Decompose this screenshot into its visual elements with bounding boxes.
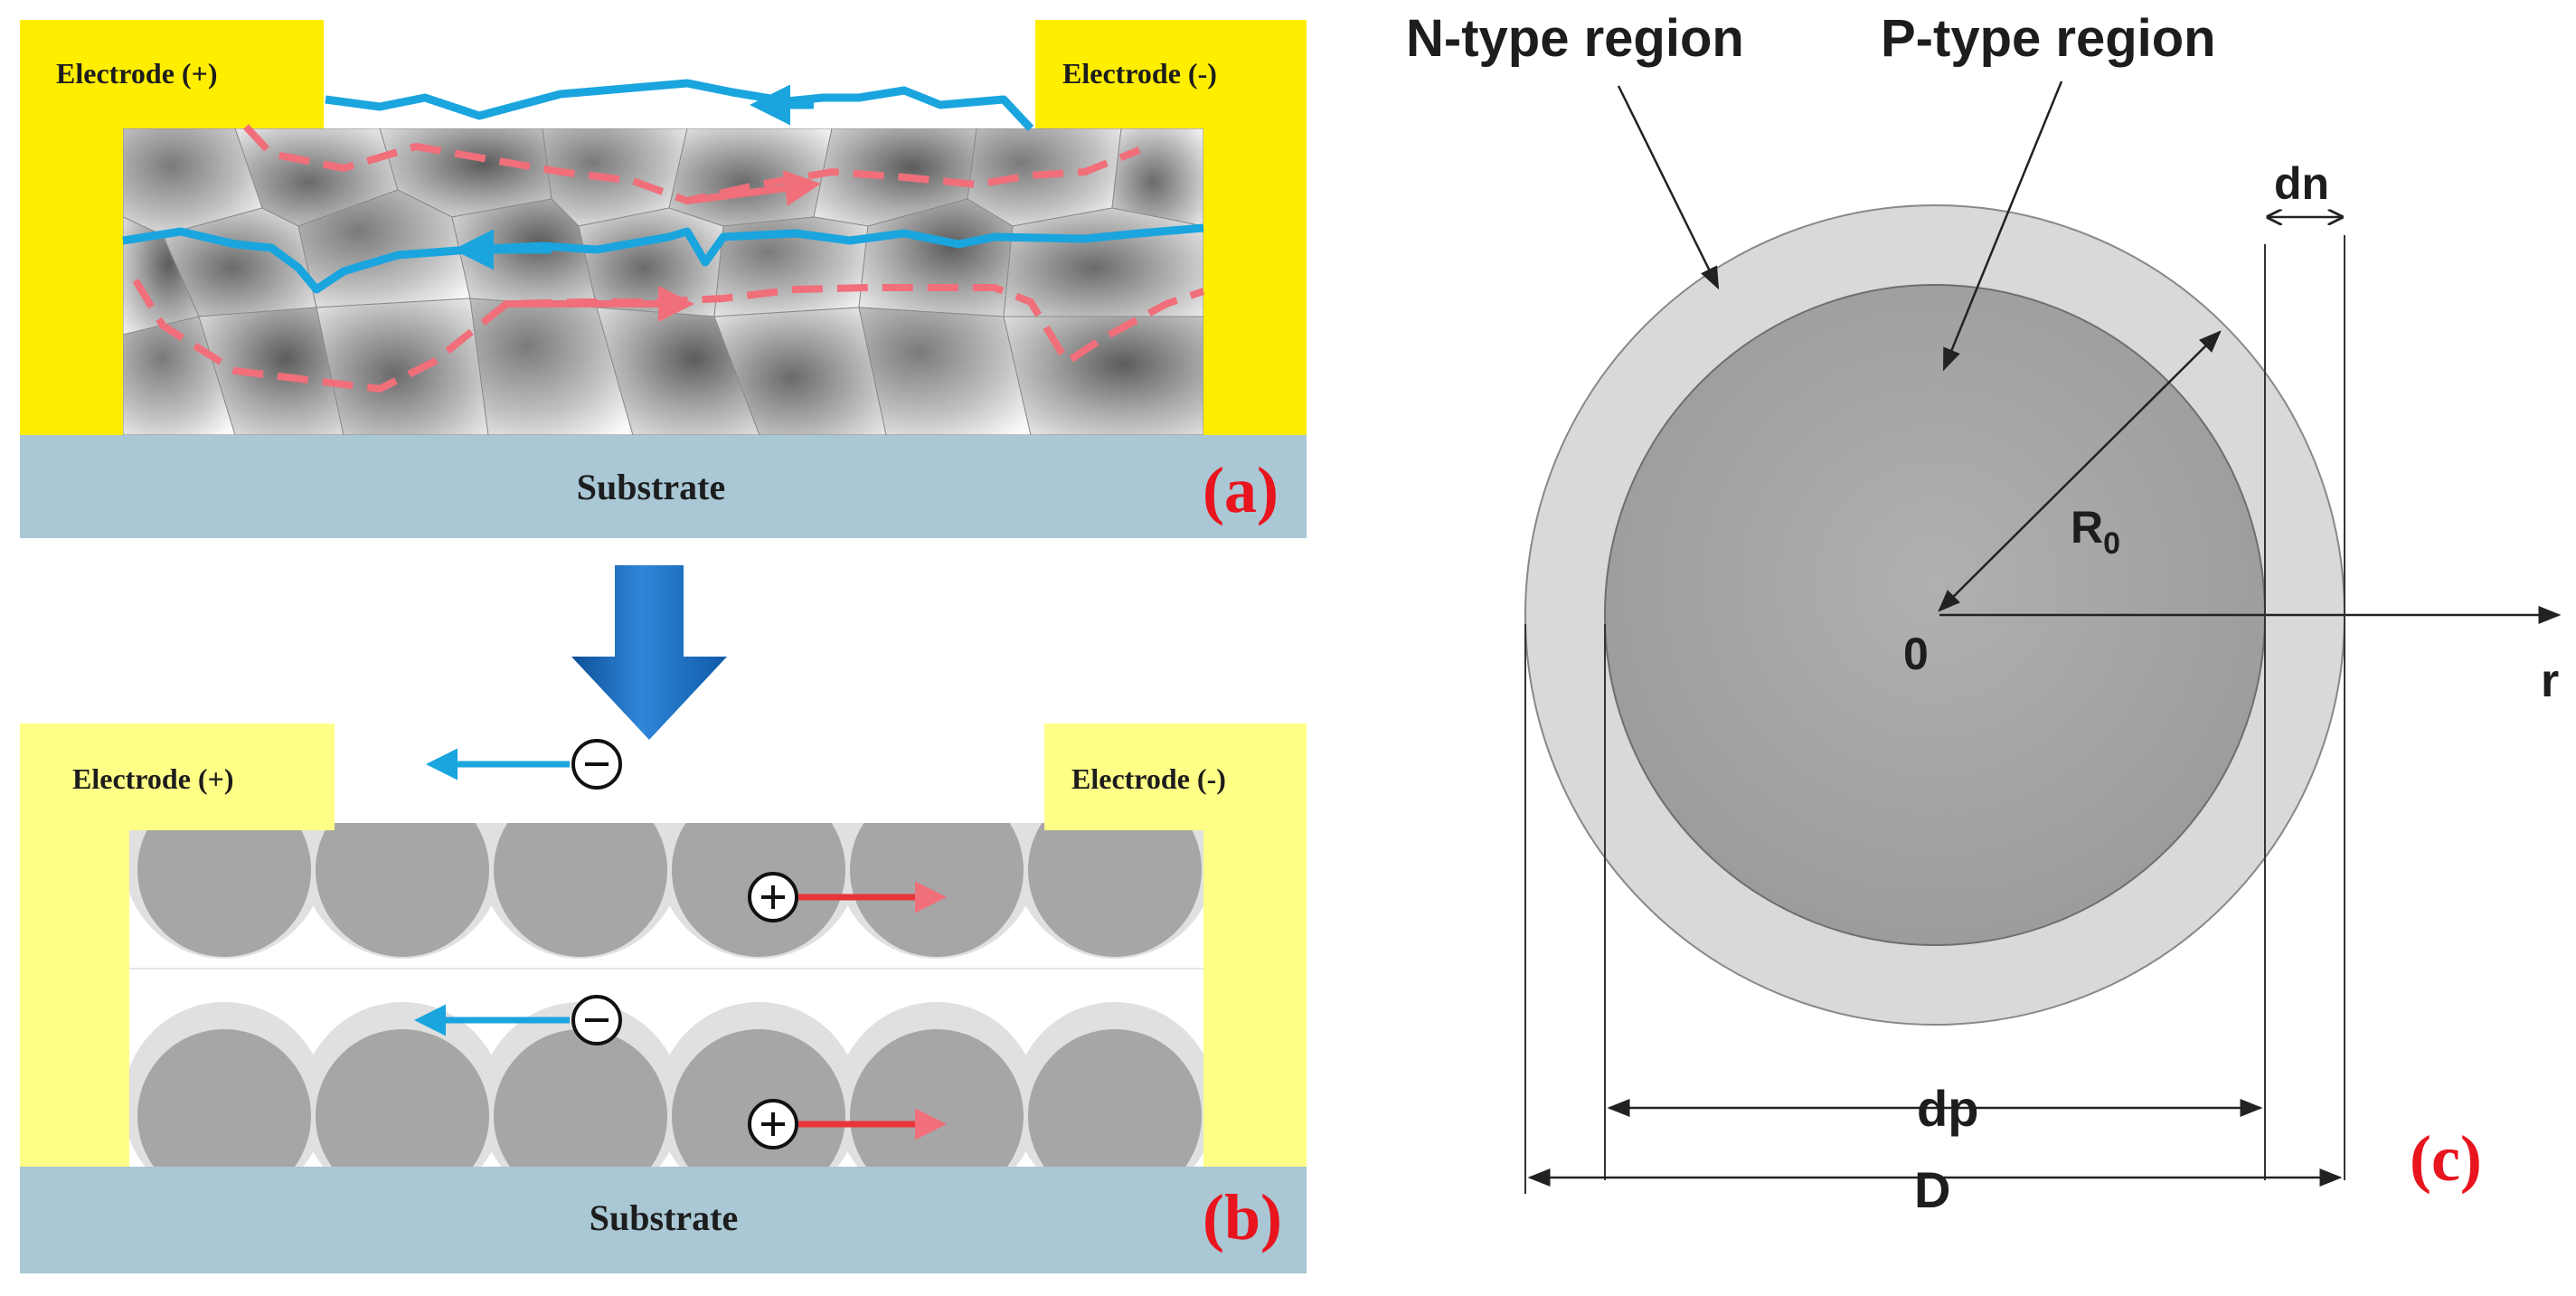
electrode-plus-a-label: Electrode (+) — [56, 57, 217, 90]
substrate-a-label: Substrate — [577, 467, 725, 507]
r-axis-label: r — [2541, 655, 2559, 707]
electrode-minus-a-label: Electrode (-) — [1062, 57, 1217, 90]
panel-b-tag: (b) — [1203, 1181, 1282, 1253]
p-type-label: P-type region — [1881, 9, 2216, 68]
substrate-a — [20, 435, 1307, 538]
origin-label: 0 — [1903, 629, 1929, 679]
electrode-plus-a — [20, 20, 324, 435]
hole-path-a-bottom — [132, 278, 1205, 393]
dp-label: dp — [1917, 1080, 1978, 1137]
electrode-minus-b — [1044, 724, 1307, 1167]
transition-arrow — [571, 565, 727, 740]
electrode-plus-b-label: Electrode (+) — [72, 762, 233, 795]
hole-carrier-top — [748, 872, 947, 922]
hole-arrow-a-top — [686, 170, 821, 206]
substrate-b-label: Substrate — [590, 1197, 738, 1238]
d-label: D — [1914, 1161, 1950, 1218]
electron-path-a-mid — [122, 223, 1204, 294]
particle-film-b — [129, 823, 1203, 1167]
panel-c: N-type region P-type region R0 0 r dn dp… — [1406, 9, 2562, 1218]
hole-carrier-bottom — [748, 1099, 947, 1149]
n-type-label: N-type region — [1406, 9, 1744, 68]
panel-b: Substrate Electrode (+) — [20, 724, 1307, 1273]
panel-c-tag: (c) — [2410, 1122, 2482, 1195]
electron-carrier-bottom — [414, 995, 622, 1045]
panel-a: Substrate — [20, 20, 1307, 538]
electrode-minus-a — [1035, 20, 1307, 435]
electron-carrier-top — [426, 739, 622, 790]
n-type-pointer — [1617, 85, 1720, 290]
electrode-plus-b — [20, 724, 335, 1167]
electrode-minus-b-label: Electrode (-) — [1071, 762, 1226, 795]
panel-a-tag: (a) — [1203, 454, 1279, 526]
electron-path-a-top — [325, 79, 1034, 132]
dn-label: dn — [2274, 158, 2329, 209]
p-type-pointer — [1942, 80, 2063, 372]
substrate-b — [20, 1167, 1307, 1273]
radius-r0-line — [1938, 330, 2222, 612]
r0-label: R0 — [2071, 502, 2120, 561]
